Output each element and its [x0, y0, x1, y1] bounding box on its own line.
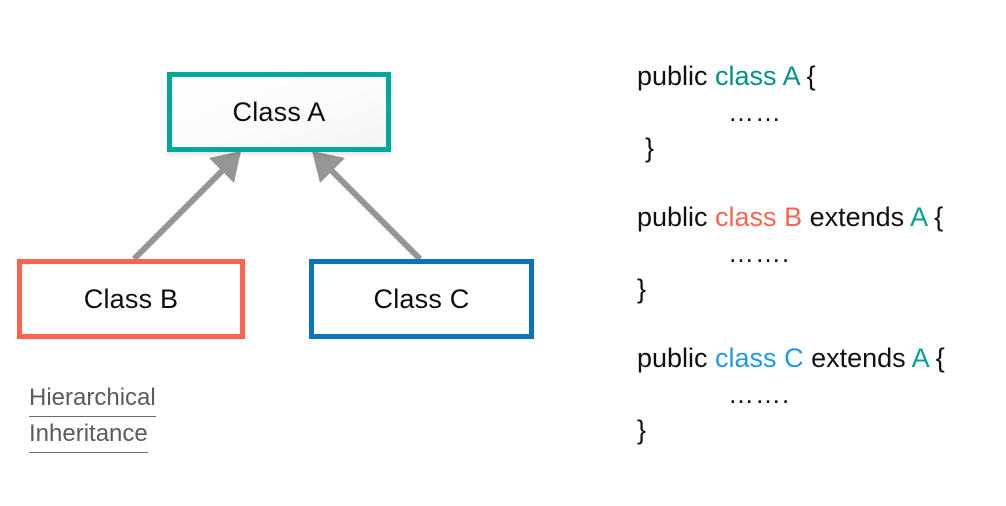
code-open-brace: { — [928, 343, 945, 373]
arrow-class-c-to-class-a — [312, 151, 423, 262]
code-listing: public class A { …… } public class B ext… — [637, 58, 1006, 448]
code-close-brace-class-b: } — [637, 274, 647, 304]
node-class-a-label: Class A — [232, 96, 326, 127]
code-signature-class-b: public class B extends A { — [637, 199, 1006, 235]
code-supertype: A — [911, 343, 929, 373]
code-open-brace: { — [799, 61, 816, 91]
code-body-ellipsis-class-c: ……. — [728, 379, 791, 409]
node-class-a[interactable]: Class A — [167, 72, 391, 152]
code-signature-class-a: public class A { — [637, 58, 1006, 94]
code-class-keyword: class B — [715, 202, 803, 232]
node-class-b[interactable]: Class B — [17, 259, 245, 339]
code-class-keyword: class A — [715, 61, 800, 91]
node-class-b-label: Class B — [83, 283, 179, 314]
code-close-brace-class-c: } — [637, 415, 647, 445]
code-modifier: public — [637, 202, 716, 232]
code-block-class-a: public class A { …… } — [637, 58, 1006, 166]
arrow-class-b-to-class-a — [131, 151, 241, 262]
code-body-ellipsis-class-a: …… — [728, 97, 782, 127]
code-extends-keyword: extends — [802, 202, 911, 232]
code-supertype: A — [910, 202, 927, 232]
code-body-ellipsis-class-b: ……. — [728, 238, 791, 268]
code-modifier: public — [637, 343, 716, 373]
code-signature-class-c: public class C extends A { — [637, 340, 1006, 376]
code-close-brace-class-a: } — [645, 133, 655, 163]
code-block-class-b: public class B extends A { ……. } — [637, 199, 1006, 307]
code-class-keyword: class C — [715, 343, 804, 373]
diagram-caption-line-1: Hierarchical — [29, 381, 156, 417]
code-extends-keyword: extends — [803, 343, 912, 373]
inheritance-diagram: Class A Class B Class C Hierarchical Inh… — [17, 72, 534, 453]
node-class-c[interactable]: Class C — [309, 259, 534, 339]
diagram-caption: Hierarchical Inheritance — [29, 381, 269, 453]
code-modifier: public — [637, 61, 716, 91]
code-block-class-c: public class C extends A { ……. } — [637, 340, 1006, 448]
node-class-c-label: Class C — [373, 283, 470, 314]
code-open-brace: { — [926, 202, 944, 232]
diagram-caption-line-2: Inheritance — [29, 417, 148, 453]
